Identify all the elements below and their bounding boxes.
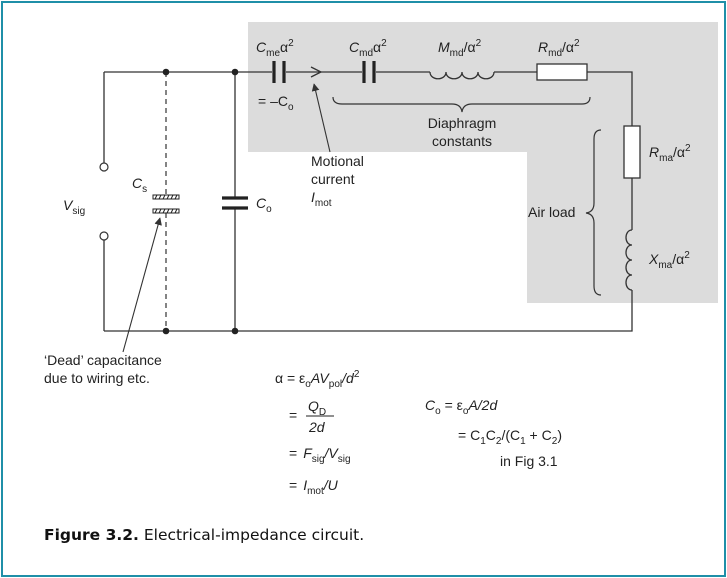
label-motional-2: current (311, 171, 355, 187)
wire-current-arrow (310, 66, 323, 78)
label-mmd: Mmd/α2 (438, 38, 482, 59)
label-dead-2: due to wiring etc. (44, 370, 150, 386)
equation-co-3: in Fig 3.1 (500, 453, 558, 469)
label-cme: Cmeα2 (256, 38, 294, 59)
resistor-rma-symbol (623, 125, 641, 179)
equation-qd-den: 2d (308, 419, 326, 435)
air-load-brace (585, 129, 602, 296)
figure-caption: Figure 3.2. Electrical-impedance circuit… (44, 526, 364, 544)
wires (103, 71, 633, 332)
label-imot: Imot (311, 189, 332, 209)
label-diaphragm-1: Diaphragm (428, 115, 496, 131)
label-diaphragm-2: constants (432, 133, 492, 149)
terminal-bottom (99, 231, 109, 241)
equation-imot: =Imot/U (289, 477, 339, 497)
label-xma: Xma/α2 (648, 250, 690, 271)
equation-co-1: Co = εoA/2d (425, 397, 498, 417)
top-wire-right3 (587, 71, 633, 126)
resistor-rmd-symbol (536, 63, 588, 81)
label-cme-eq: = –Co (258, 93, 294, 113)
label-air-load: Air load (528, 204, 575, 220)
inductor-mmd-symbol (429, 71, 495, 80)
dot-top-co (231, 68, 239, 76)
capacitor-co-symbol (222, 196, 248, 210)
inductor-xma-symbol (625, 229, 633, 291)
junction-dots (162, 68, 239, 335)
label-rmd: Rmd/α2 (538, 38, 580, 59)
label-dead-1: ‘Dead’ capacitance (44, 352, 162, 368)
capacitor-cme-symbol (272, 61, 286, 83)
dot-top-cs (162, 68, 170, 76)
equation-fsig: =Fsig/Vsig (289, 445, 351, 465)
equation-alpha: α = εoAVpol/d2 (275, 369, 360, 390)
label-motional-1: Motional (311, 153, 364, 169)
label-co: Co (256, 195, 272, 215)
capacitor-cmd-symbol (362, 61, 376, 83)
label-rma: Rma/α2 (649, 143, 691, 164)
input-terminals (99, 162, 109, 241)
dot-bottom-co (231, 327, 239, 335)
equation-qd-num: QD (308, 398, 326, 418)
label-cmd: Cmdα2 (349, 38, 387, 59)
motional-leader-line (311, 83, 331, 153)
label-vsig: Vsig (63, 197, 85, 217)
equation-qd-eq: = (289, 407, 297, 423)
label-cs: Cs (132, 175, 147, 195)
dot-bottom-cs (162, 327, 170, 335)
terminal-top (99, 162, 109, 172)
right-wire-bottom (104, 290, 633, 332)
dead-capacitance-leader-line (122, 217, 162, 353)
capacitor-cs-symbol (152, 194, 180, 214)
shaded-region (248, 22, 718, 303)
diaphragm-brace (332, 96, 591, 113)
equation-co-2: = C1C2/(C1 + C2) (458, 427, 562, 447)
